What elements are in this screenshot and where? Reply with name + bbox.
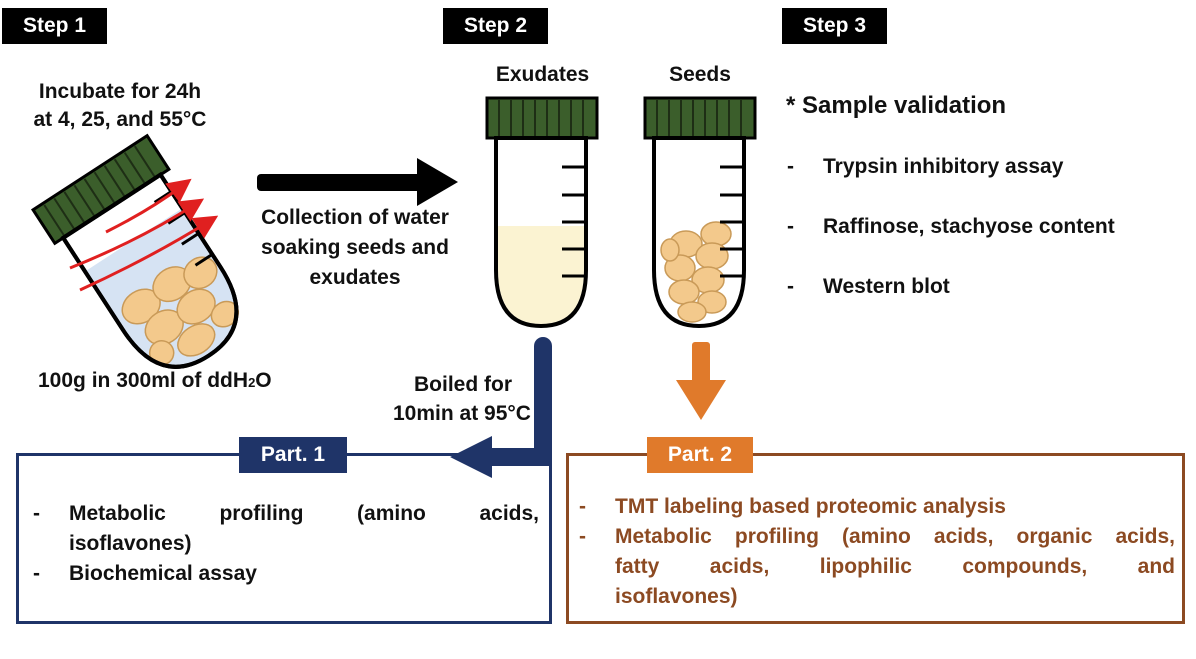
part-2-item: -TMT labeling based proteomic analysis	[579, 495, 1006, 518]
collection-label-line-1: Collection of water	[261, 206, 449, 229]
boil-arrow	[450, 337, 552, 478]
boil-label-line-2: 10min at 95°C	[393, 402, 531, 425]
part-1-item: - Metabolic profiling (amino acids, isof…	[33, 502, 539, 555]
part-2-label: Part. 2	[647, 437, 753, 473]
seeds-tube-icon	[643, 96, 757, 329]
collection-arrow	[257, 158, 458, 206]
step-3-label: Step 3	[782, 8, 887, 44]
incubate-line-1: Incubate for 24h	[38, 80, 202, 103]
incubate-line-2: at 4, 25, and 55°C	[33, 108, 207, 131]
validation-item: -Western blot	[787, 275, 950, 298]
boil-label-line-1: Boiled for	[414, 373, 512, 396]
seeds-label: Seeds	[669, 63, 731, 86]
sample-validation-title: * Sample validation	[786, 92, 1007, 119]
exudates-label: Exudates	[495, 63, 590, 86]
part-2-box: -TMT labeling based proteomic analysis -…	[566, 453, 1185, 624]
part-1-label: Part. 1	[239, 437, 347, 473]
seeds-arrow	[676, 342, 726, 420]
part-2-item: - Metabolic profiling (amino acids, orga…	[579, 525, 1175, 608]
validation-item: -Raffinose, stachyose content	[787, 215, 1115, 238]
heat-arrows-icon	[69, 178, 219, 292]
part-1-box: - Metabolic profiling (amino acids, isof…	[16, 453, 552, 624]
exudates-tube-icon	[485, 96, 599, 329]
step-2-label: Step 2	[443, 8, 548, 44]
validation-item: -Trypsin inhibitory assay	[787, 155, 1064, 178]
incubation-tube-icon	[30, 133, 240, 369]
step-1-label: Step 1	[2, 8, 107, 44]
part-1-item: -Biochemical assay	[33, 562, 257, 585]
collection-label-line-2: soaking seeds and	[261, 236, 449, 259]
collection-label-line-3: exudates	[309, 266, 401, 289]
amount-text: 100g in 300ml of ddH2O	[38, 369, 272, 392]
